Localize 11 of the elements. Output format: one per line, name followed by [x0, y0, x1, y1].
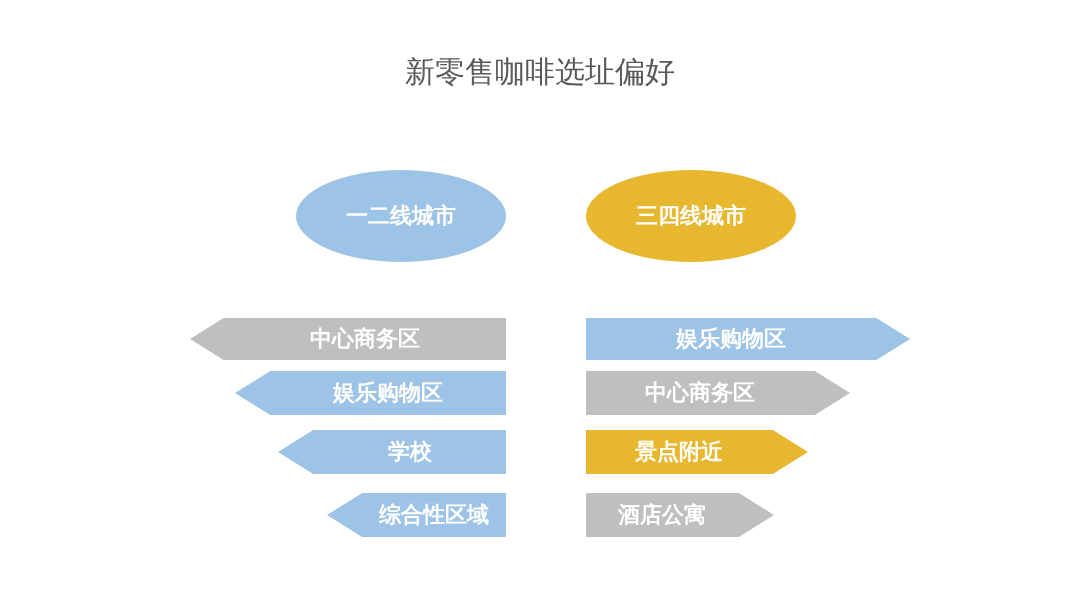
- arrow-label: 中心商务区: [586, 371, 850, 415]
- arrow-label: 酒店公寓: [586, 493, 774, 537]
- arrow-label: 娱乐购物区: [235, 371, 506, 415]
- arrow-label: 景点附近: [586, 430, 808, 474]
- chart-title: 新零售咖啡选址偏好: [404, 53, 676, 91]
- category-ellipse: 一二线城市: [296, 170, 506, 262]
- category-ellipse: 三四线城市: [586, 170, 796, 262]
- arrow-label: 娱乐购物区: [586, 318, 910, 360]
- arrow-label: 中心商务区: [190, 318, 506, 360]
- arrow-label: 学校: [278, 430, 506, 474]
- arrow-label: 综合性区域: [327, 493, 506, 537]
